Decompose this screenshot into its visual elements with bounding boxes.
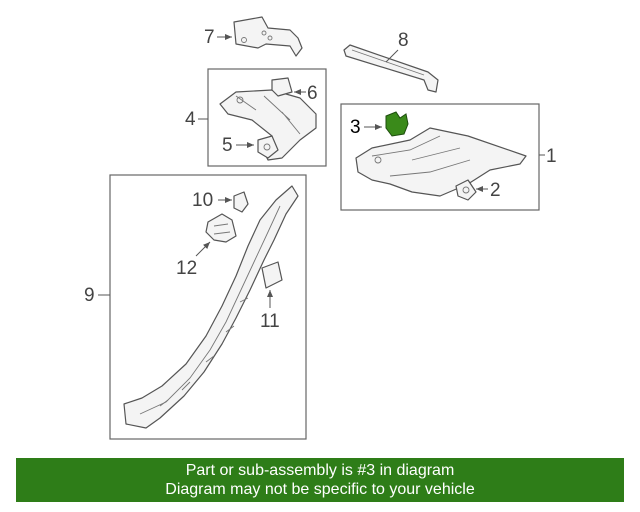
part-6-clip[interactable] <box>271 77 293 97</box>
part-12-clip[interactable] <box>205 213 237 243</box>
part-8-trim-strip[interactable] <box>343 44 439 93</box>
part-1-shelf-trim[interactable] <box>355 127 527 197</box>
callout-9: 9 <box>84 285 95 306</box>
callout-1: 1 <box>546 146 557 167</box>
part-11-cover[interactable] <box>261 261 283 289</box>
parts-diagram: 7 8 4 6 5 1 3 2 9 <box>84 16 557 440</box>
group-box-4 <box>207 68 327 167</box>
group-box-1 <box>340 103 540 211</box>
part-2-retainer[interactable] <box>455 179 477 201</box>
banner-line-2: Diagram may not be specific to your vehi… <box>165 481 475 498</box>
callout-2: 2 <box>490 180 501 201</box>
part-5-retainer[interactable] <box>257 135 279 159</box>
info-banner: Part or sub-assembly is #3 in diagram Di… <box>16 458 624 502</box>
part-9-pillar-trim[interactable] <box>123 185 299 429</box>
callout-11: 11 <box>260 311 280 332</box>
callout-4: 4 <box>185 109 196 130</box>
callout-12: 12 <box>176 258 197 279</box>
callout-10: 10 <box>192 190 213 211</box>
part-7-bracket[interactable] <box>233 16 303 57</box>
group-box-9 <box>109 174 307 440</box>
callout-5: 5 <box>222 135 233 156</box>
part-3-bracket-highlighted[interactable] <box>385 111 409 137</box>
part-10-cap[interactable] <box>233 191 249 213</box>
callout-7: 7 <box>204 27 215 48</box>
callout-3: 3 <box>350 117 361 138</box>
callout-8: 8 <box>398 30 409 51</box>
callout-6: 6 <box>307 83 318 104</box>
banner-line-1: Part or sub-assembly is #3 in diagram <box>185 462 455 479</box>
